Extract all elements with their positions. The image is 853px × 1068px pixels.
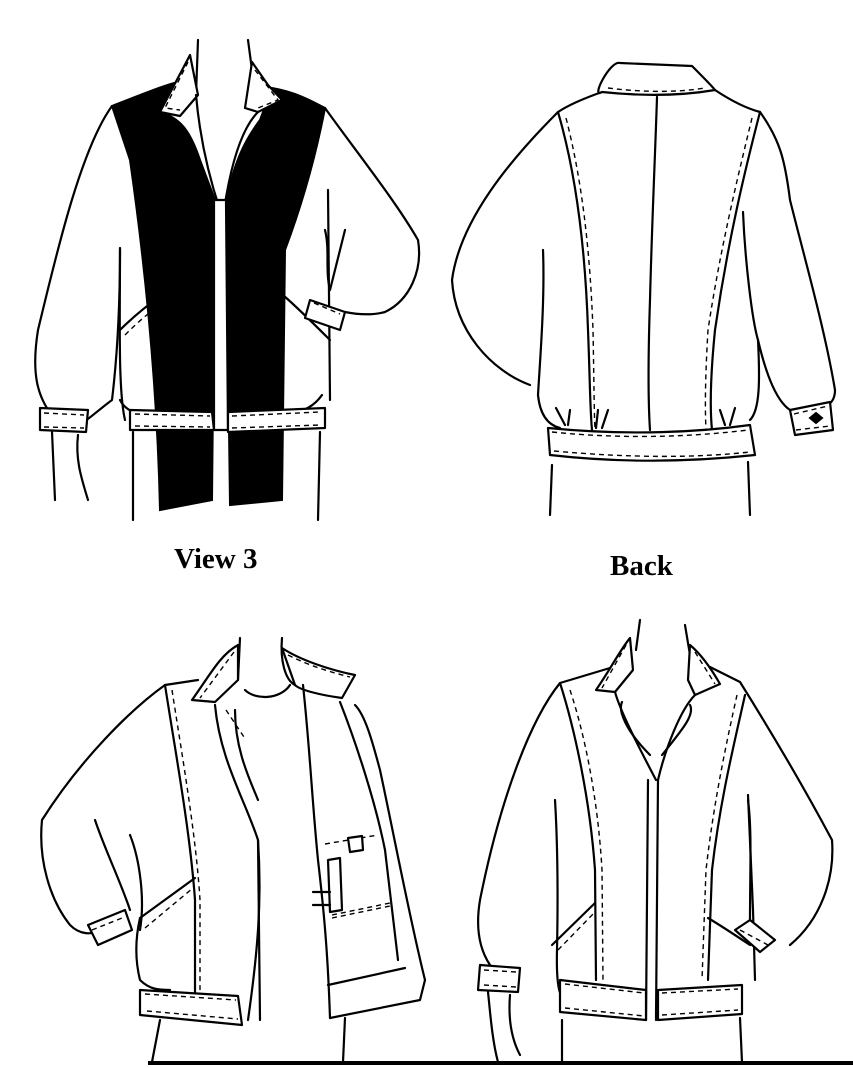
- jacket-closed-front-drawing: [476, 618, 834, 1064]
- jacket-back-drawing: [450, 61, 837, 517]
- illustration-back: [430, 0, 853, 530]
- illustration-closed-front: [450, 600, 853, 1068]
- illustration-view-3: [0, 0, 430, 530]
- jacket-view-3-drawing: [34, 38, 421, 522]
- jacket-open-front-drawing: [40, 636, 427, 1064]
- view-3-label: View 3: [174, 543, 258, 575]
- illustration-open-front: [0, 600, 450, 1068]
- baseline-rule: [148, 1061, 853, 1065]
- back-label: Back: [610, 550, 673, 582]
